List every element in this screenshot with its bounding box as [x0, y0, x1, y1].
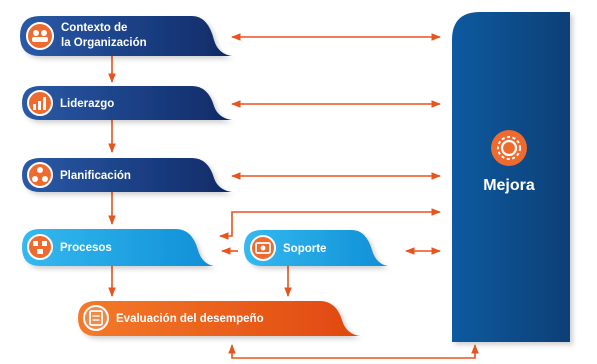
- step-soporte[interactable]: Soporte: [244, 230, 388, 266]
- contexto-label-line1: Contexto de: [61, 22, 127, 34]
- contexto-label-line2: la Organización: [61, 37, 147, 49]
- growth-chart-icon: [27, 90, 53, 116]
- arrow-procesos-mejora: [219, 208, 441, 240]
- step-procesos[interactable]: Procesos: [22, 229, 214, 266]
- document-icon: [83, 305, 109, 331]
- planificacion-label: Planificación: [60, 170, 131, 182]
- step-contexto[interactable]: Contexto de la Organización: [20, 16, 232, 56]
- process-icon: [27, 234, 53, 260]
- connector-arrows: [108, 33, 479, 359]
- network-icon: [27, 162, 53, 188]
- gear-cycle-icon: [491, 130, 527, 166]
- step-evaluacion[interactable]: Evaluación del desempeño: [78, 301, 360, 336]
- step-liderazgo[interactable]: Liderazgo: [22, 86, 232, 120]
- support-icon: [250, 235, 276, 261]
- arrow-evaluacion-mejora: [228, 344, 479, 359]
- people-icon: [26, 22, 54, 50]
- mejora-panel: Mejora: [452, 12, 570, 342]
- mejora-label: Mejora: [483, 177, 535, 194]
- step-planificacion[interactable]: Planificación: [22, 158, 232, 192]
- procesos-label: Procesos: [60, 242, 112, 254]
- evaluacion-label: Evaluación del desempeño: [116, 313, 264, 325]
- liderazgo-label: Liderazgo: [60, 98, 114, 110]
- soporte-label: Soporte: [283, 243, 326, 255]
